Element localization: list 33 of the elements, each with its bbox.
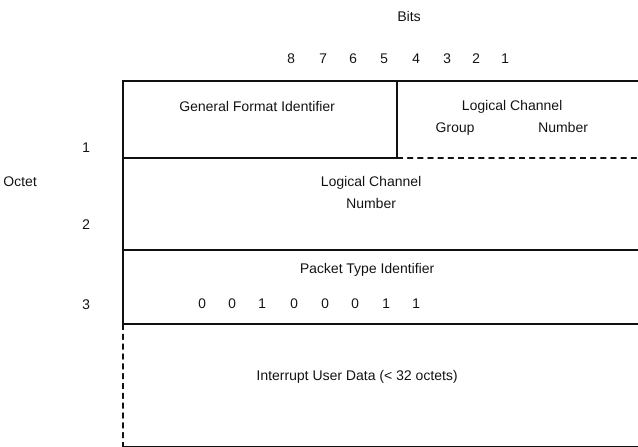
field-box [397, 80, 638, 159]
octet-number: 3 [82, 296, 90, 312]
bit-number: 8 [287, 50, 295, 66]
bit-value: 1 [382, 294, 390, 313]
field-label: Interrupt User Data (< 32 octets) [256, 366, 458, 385]
field-box [122, 158, 638, 251]
field-label: Group [436, 118, 474, 137]
octet-number: 1 [82, 139, 90, 155]
field-label: Logical Channel Number [320, 172, 422, 213]
bit-number: 2 [472, 50, 480, 66]
bit-value: 0 [290, 294, 298, 313]
bit-number: 4 [412, 50, 420, 66]
field-box [122, 250, 638, 325]
field-label: Logical Channel [462, 96, 562, 115]
field-label: Number [538, 118, 588, 137]
octet-number: 2 [82, 216, 90, 232]
bit-value: 0 [198, 294, 206, 313]
field-label: Packet Type Identifier [300, 259, 434, 278]
field-box [122, 324, 638, 447]
bit-value: 1 [412, 294, 420, 313]
bit-value: 0 [351, 294, 359, 313]
field-box [122, 80, 398, 159]
bit-value: 0 [321, 294, 329, 313]
field-label: General Format Identifier [178, 97, 336, 116]
axis-title: Bits [397, 8, 421, 24]
bit-value: 0 [228, 294, 236, 313]
bit-number: 7 [319, 50, 327, 66]
bit-number: 5 [380, 50, 388, 66]
axis-title: Octet [3, 173, 37, 189]
bit-value: 1 [258, 294, 266, 313]
bit-number: 3 [443, 50, 451, 66]
bit-number: 6 [349, 50, 357, 66]
bit-number: 1 [501, 50, 509, 66]
